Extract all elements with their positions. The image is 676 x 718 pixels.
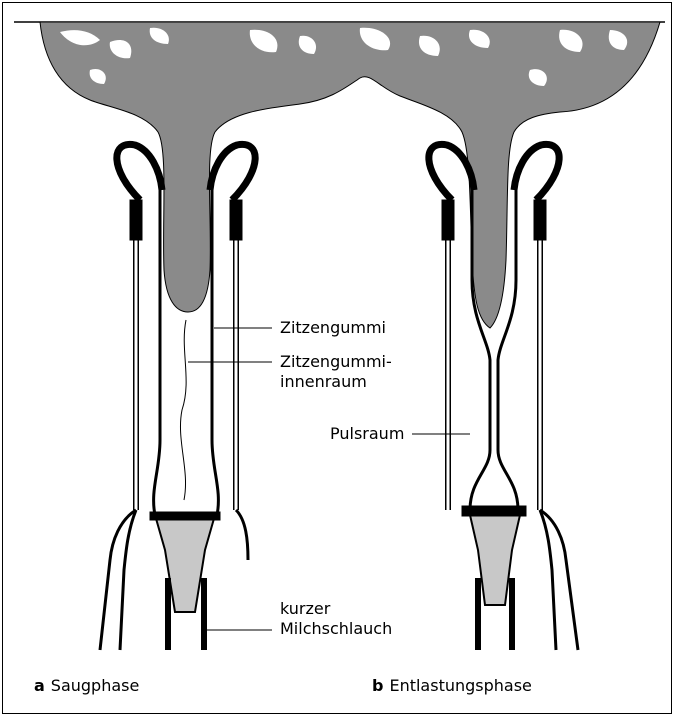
caption-a-letter: a [34,676,45,695]
label-innenraum-1: Zitzengummi- [280,352,392,371]
label-zitzengummi: Zitzengummi [280,318,386,337]
caption-b-letter: b [372,676,383,695]
caption-b: b Entlastungsphase [372,676,532,695]
caption-b-text: Entlastungsphase [389,676,531,695]
label-innenraum-2: innenraum [280,372,367,391]
label-milch-2: Milchschlauch [280,619,392,638]
label-pulsraum: Pulsraum [330,424,404,443]
caption-a: a Saugphase [34,676,139,695]
caption-a-text: Saugphase [51,676,140,695]
label-milch-1: kurzer [280,599,331,618]
